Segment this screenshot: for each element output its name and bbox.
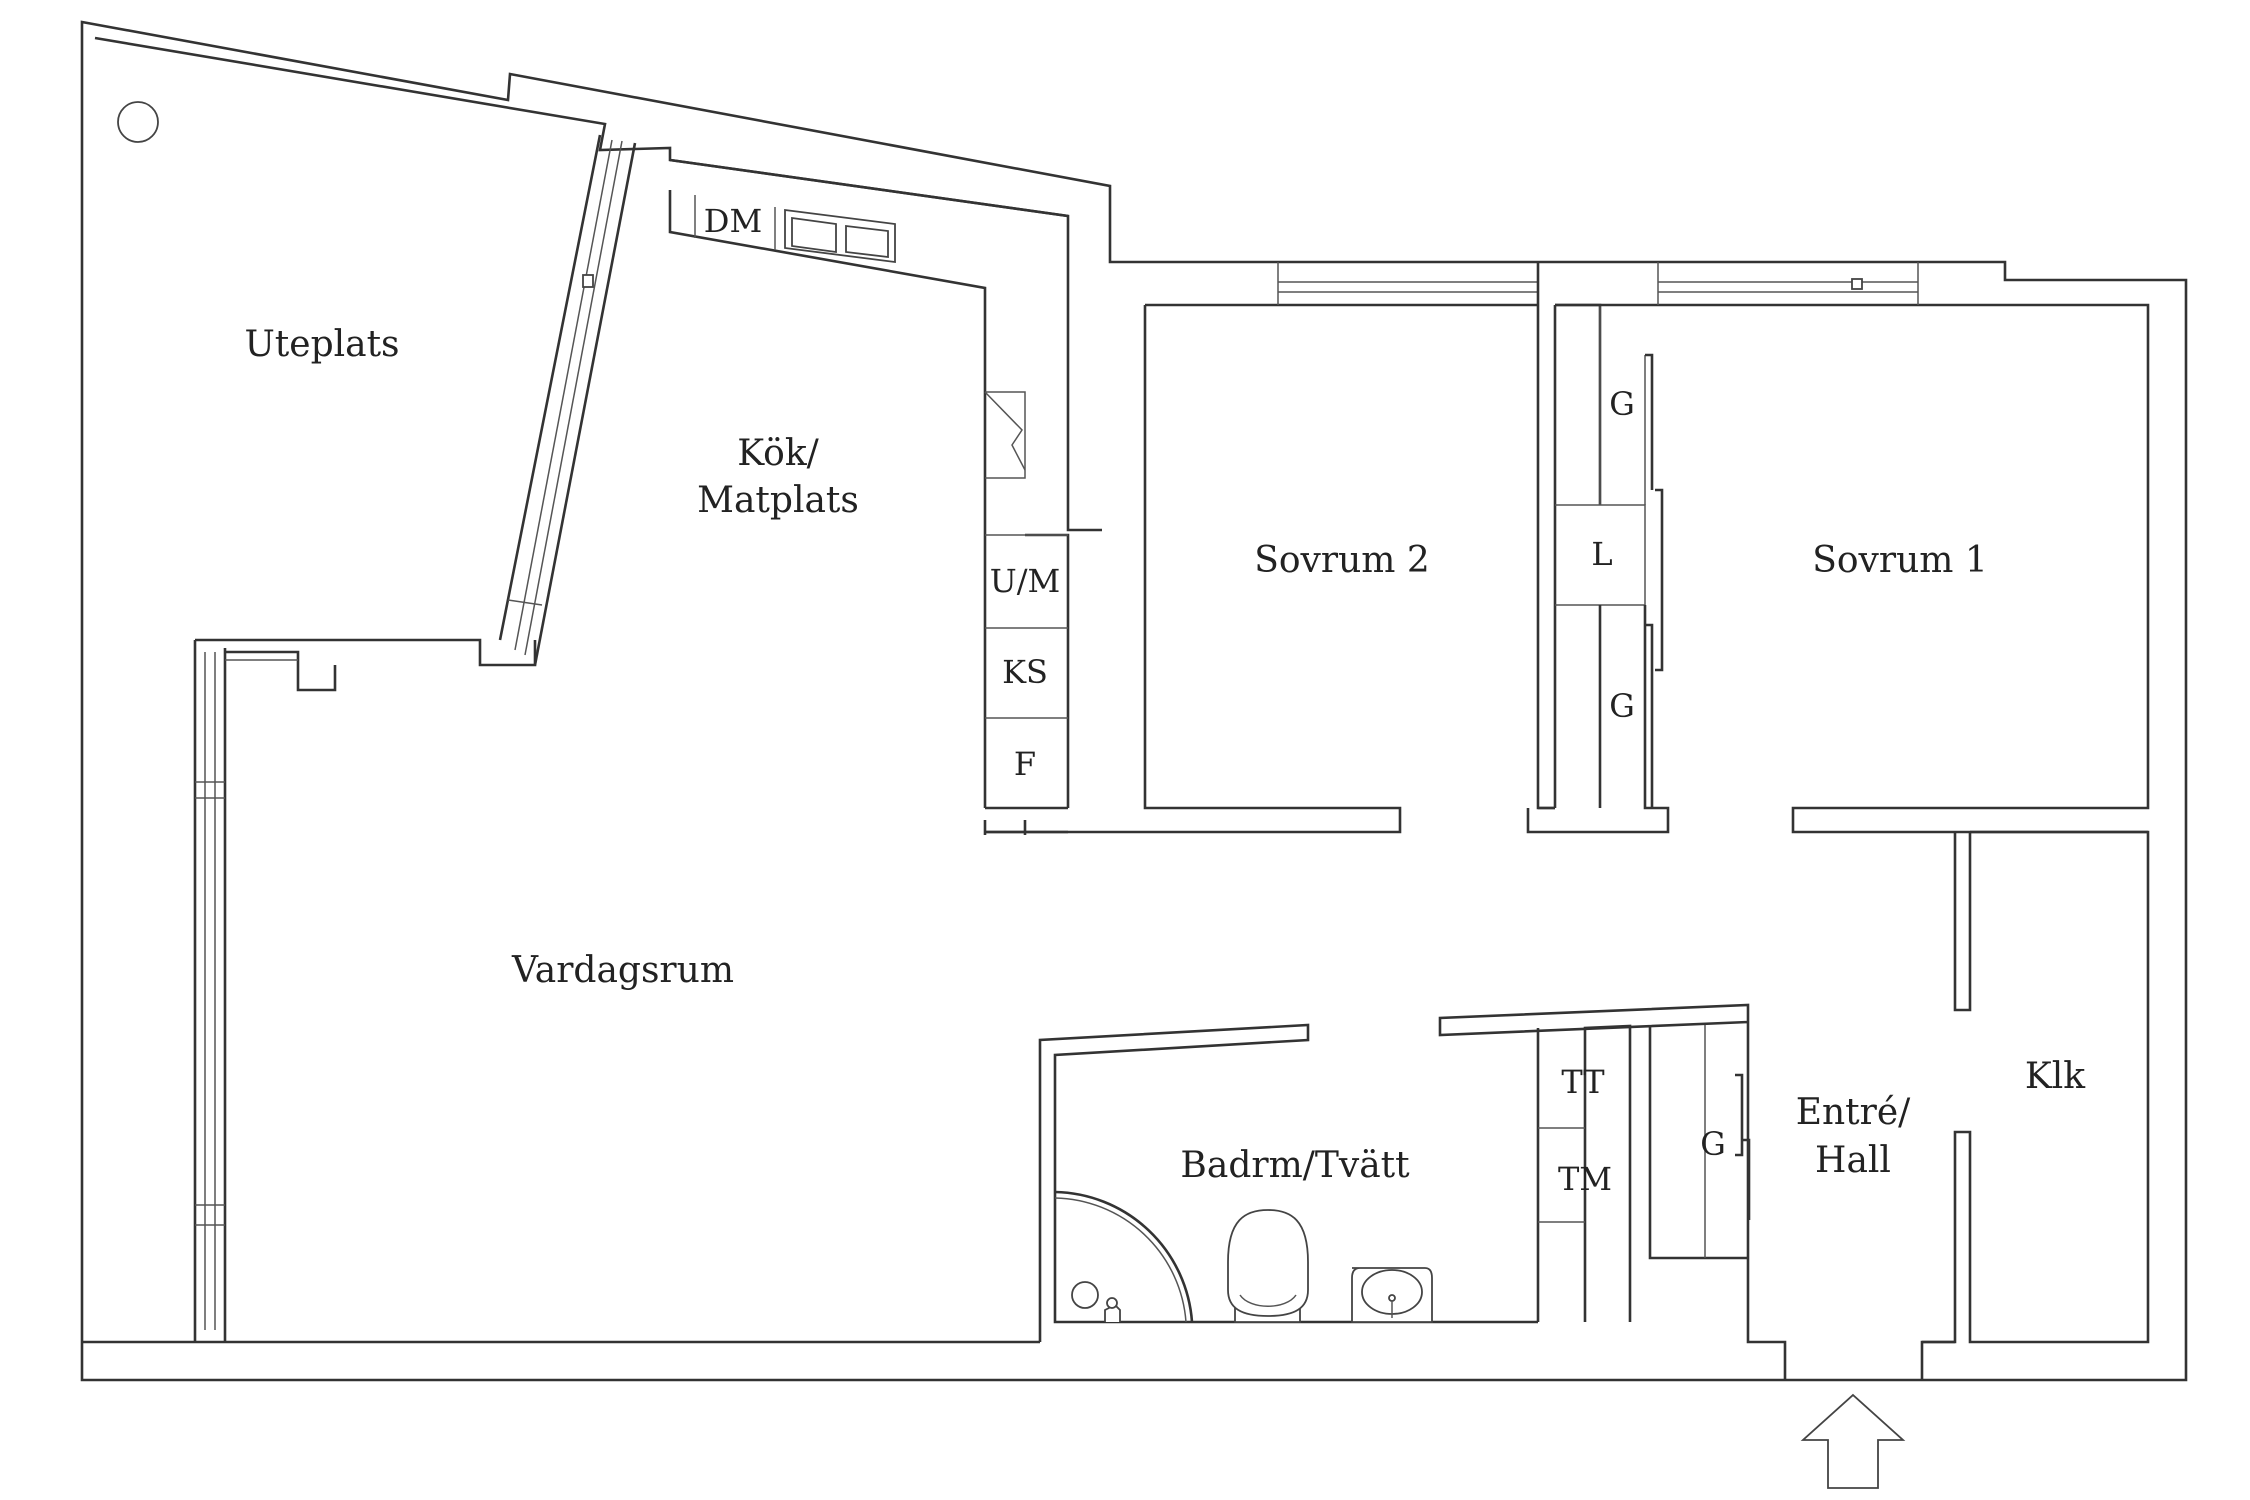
label-badrum: Badrm/Tvätt xyxy=(1180,1145,1410,1186)
label-vardagsrum: Vardagsrum xyxy=(511,950,734,991)
label-sovrum1: Sovrum 1 xyxy=(1812,540,1988,581)
label-g-hall: G xyxy=(1700,1125,1726,1163)
label-l: L xyxy=(1591,535,1612,573)
kitchen-glass-wall xyxy=(498,134,637,666)
label-tt: TT xyxy=(1561,1063,1605,1101)
outer-wall xyxy=(80,20,2188,1382)
label-tm: TM xyxy=(1558,1160,1612,1198)
label-um: U/M xyxy=(990,562,1061,600)
label-g-top: G xyxy=(1609,385,1635,423)
west-window-wall xyxy=(193,638,537,1342)
label-kok-line2: Matplats xyxy=(697,480,859,521)
label-klk: Klk xyxy=(2025,1056,2086,1097)
label-dm: DM xyxy=(704,202,762,240)
wardrobes xyxy=(1526,303,1670,834)
hall-walls xyxy=(1438,1003,1787,1380)
label-kok-line1: Kök/ xyxy=(737,433,819,474)
entrance-arrow-icon xyxy=(1800,1393,1906,1489)
round-marker xyxy=(117,101,159,143)
label-sovrum2: Sovrum 2 xyxy=(1254,540,1430,581)
label-uteplats: Uteplats xyxy=(244,324,399,365)
label-f: F xyxy=(1014,745,1036,783)
label-entre-line2: Hall xyxy=(1815,1140,1891,1181)
sovrum1-walls xyxy=(1555,262,2150,834)
klk-walls xyxy=(1920,830,2150,1380)
bathroom xyxy=(1054,1024,1632,1323)
sovrum2-walls xyxy=(985,262,1540,834)
label-g-bottom: G xyxy=(1609,687,1635,725)
label-ks: KS xyxy=(1002,653,1048,691)
kitchen-counter xyxy=(668,158,1070,835)
label-entre-line1: Entré/ xyxy=(1796,1092,1911,1133)
